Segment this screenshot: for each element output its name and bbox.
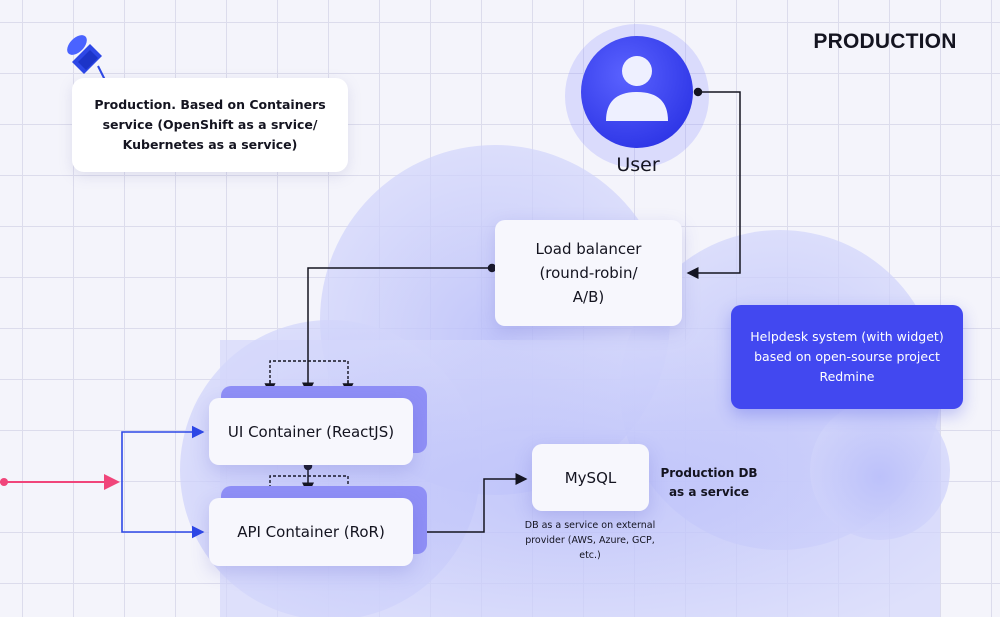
split-arrows [121,425,205,539]
mysql-label: MySQL [564,468,617,487]
api-fanout-dashed [269,475,349,493]
load-balancer-label: Load balancer (round-robin/ A/B) [535,240,642,306]
db-provider-note: DB as a service on external provider (AW… [524,520,656,561]
ui-container-label: UI Container (ReactJS) [227,422,395,441]
api-container-node[interactable]: API Container (RoR) [209,498,413,566]
user-to-lb-connector [686,87,741,279]
note-text: Production. Based on Containers service … [94,97,326,152]
api-container-label: API Container (RoR) [237,523,385,541]
helpdesk-node[interactable]: Helpdesk system (with widget) based on o… [731,305,963,409]
mysql-node[interactable]: MySQL [532,444,649,511]
production-db-label: Production DB as a service [660,466,758,499]
helpdesk-label: Helpdesk system (with widget) based on o… [750,329,944,384]
user-avatar-icon[interactable] [581,36,693,148]
user-label: User [616,154,660,176]
load-balancer-node[interactable]: Load balancer (round-robin/ A/B) [495,220,682,326]
pushpin-icon [67,35,110,89]
note-card: Production. Based on Containers service … [72,78,348,172]
incoming-dot [0,478,8,486]
lb-to-ui-connector [302,263,497,395]
ui-container-node[interactable]: UI Container (ReactJS) [209,398,413,465]
ui-fanout-dashed [269,360,349,393]
page-title: PRODUCTION [813,30,957,53]
